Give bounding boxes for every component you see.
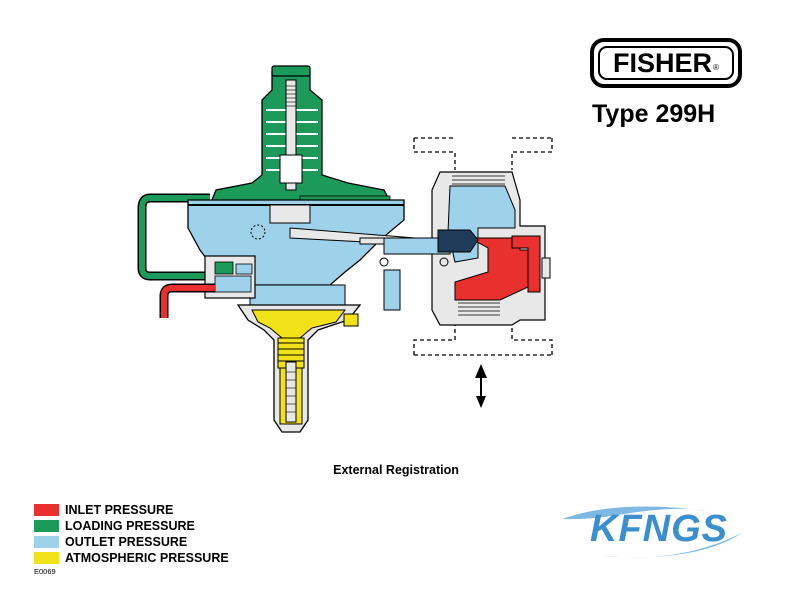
flow-direction-arrow bbox=[475, 364, 487, 408]
legend-item-loading: LOADING PRESSURE bbox=[34, 518, 229, 534]
registered-mark: ® bbox=[713, 62, 719, 72]
legend-swatch-atmospheric bbox=[34, 552, 59, 564]
fisher-logo-text: FISHER bbox=[613, 47, 713, 78]
inlet-tube bbox=[159, 283, 215, 318]
valve-body bbox=[431, 171, 551, 326]
legend-label-inlet: INLET PRESSURE bbox=[65, 503, 174, 517]
legend-item-outlet: OUTLET PRESSURE bbox=[34, 534, 229, 550]
legend-swatch-outlet bbox=[34, 536, 59, 548]
legend-swatch-inlet bbox=[34, 504, 59, 516]
legend-item-atmospheric: ATMOSPHERIC PRESSURE bbox=[34, 550, 229, 566]
page-title: Type 299H bbox=[592, 100, 716, 128]
legend-swatch-loading bbox=[34, 520, 59, 532]
legend-label-atmospheric: ATMOSPHERIC PRESSURE bbox=[65, 551, 229, 565]
diagram-caption: External Registration bbox=[333, 463, 459, 477]
fisher-logo: FISHER® bbox=[590, 38, 742, 88]
legend-label-outlet: OUTLET PRESSURE bbox=[65, 535, 188, 549]
atmospheric-chamber bbox=[236, 304, 362, 433]
spring-case bbox=[209, 65, 394, 206]
legend-item-inlet: INLET PRESSURE bbox=[34, 502, 229, 518]
drawing-code: E0069 bbox=[34, 567, 56, 576]
kfngs-logo-text: KFNGS bbox=[590, 508, 728, 550]
legend-label-loading: LOADING PRESSURE bbox=[65, 519, 195, 533]
pressure-legend: INLET PRESSURE LOADING PRESSURE OUTLET P… bbox=[34, 502, 229, 566]
external-pipe-outline bbox=[413, 137, 553, 356]
kfngs-logo: KFNGS bbox=[558, 503, 746, 561]
kfngs-swoosh bbox=[562, 506, 742, 558]
